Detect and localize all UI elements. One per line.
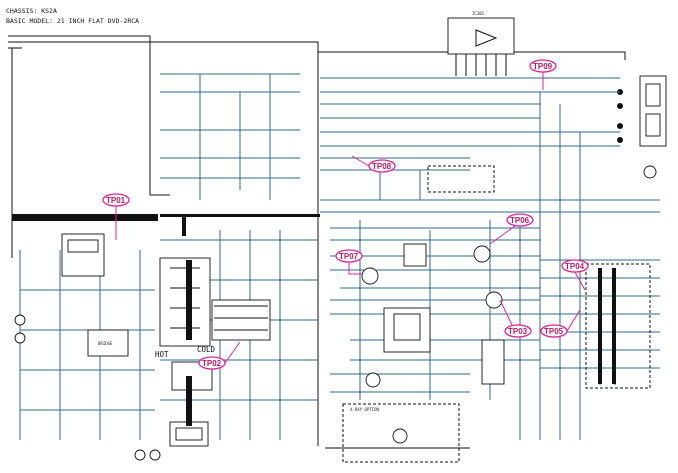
section-divider-bar bbox=[12, 214, 158, 221]
basic-model-label: BASIC MODEL: 21 INCH FLAT DVD-2RCA bbox=[6, 17, 139, 25]
section-divider-bar-right bbox=[160, 214, 320, 217]
test-point-tp04[interactable]: TP04 bbox=[561, 259, 589, 291]
hot-label: HOT bbox=[155, 350, 169, 359]
test-point-tp06[interactable]: TP06 bbox=[489, 213, 534, 245]
test-point-tp07[interactable]: TP07 bbox=[335, 249, 363, 275]
x-ray-option-label: X-RAY OPTION bbox=[350, 407, 379, 412]
svg-text:TP03: TP03 bbox=[508, 327, 528, 336]
ic301-label: IC301 bbox=[472, 11, 485, 16]
av-connector-block bbox=[617, 75, 667, 147]
svg-text:TP06: TP06 bbox=[510, 216, 530, 225]
test-points: TP01 TP02 TP03 TP04 TP05 TP06 bbox=[102, 59, 589, 370]
frame-wires bbox=[8, 35, 626, 449]
svg-text:TP04: TP04 bbox=[565, 262, 585, 271]
test-point-tp02[interactable]: TP02 bbox=[198, 341, 241, 370]
test-point-tp08[interactable]: TP08 bbox=[351, 155, 396, 173]
test-point-tp01[interactable]: TP01 bbox=[102, 193, 130, 240]
chassis-label: CHASSIS: KS2A bbox=[6, 7, 57, 15]
svg-text:TP07: TP07 bbox=[339, 252, 359, 261]
fbt-block bbox=[585, 165, 657, 389]
test-point-tp03[interactable]: TP03 bbox=[499, 299, 532, 338]
svg-text:TP05: TP05 bbox=[544, 327, 564, 336]
ic301-block: IC301 bbox=[447, 11, 515, 76]
svg-text:TP01: TP01 bbox=[106, 196, 126, 205]
power-components: BRIDGE bbox=[14, 214, 271, 461]
svg-text:TP09: TP09 bbox=[533, 62, 553, 71]
x-ray-option-block: X-RAY OPTION bbox=[342, 403, 460, 463]
svg-text:TP08: TP08 bbox=[372, 162, 392, 171]
test-point-tp09[interactable]: TP09 bbox=[529, 59, 557, 90]
deflection-components bbox=[361, 165, 505, 388]
bridge-label: BRIDGE bbox=[98, 341, 113, 346]
cold-label: COLD bbox=[197, 345, 216, 354]
test-point-tp05[interactable]: TP05 bbox=[540, 309, 581, 338]
svg-text:TP02: TP02 bbox=[202, 359, 222, 368]
